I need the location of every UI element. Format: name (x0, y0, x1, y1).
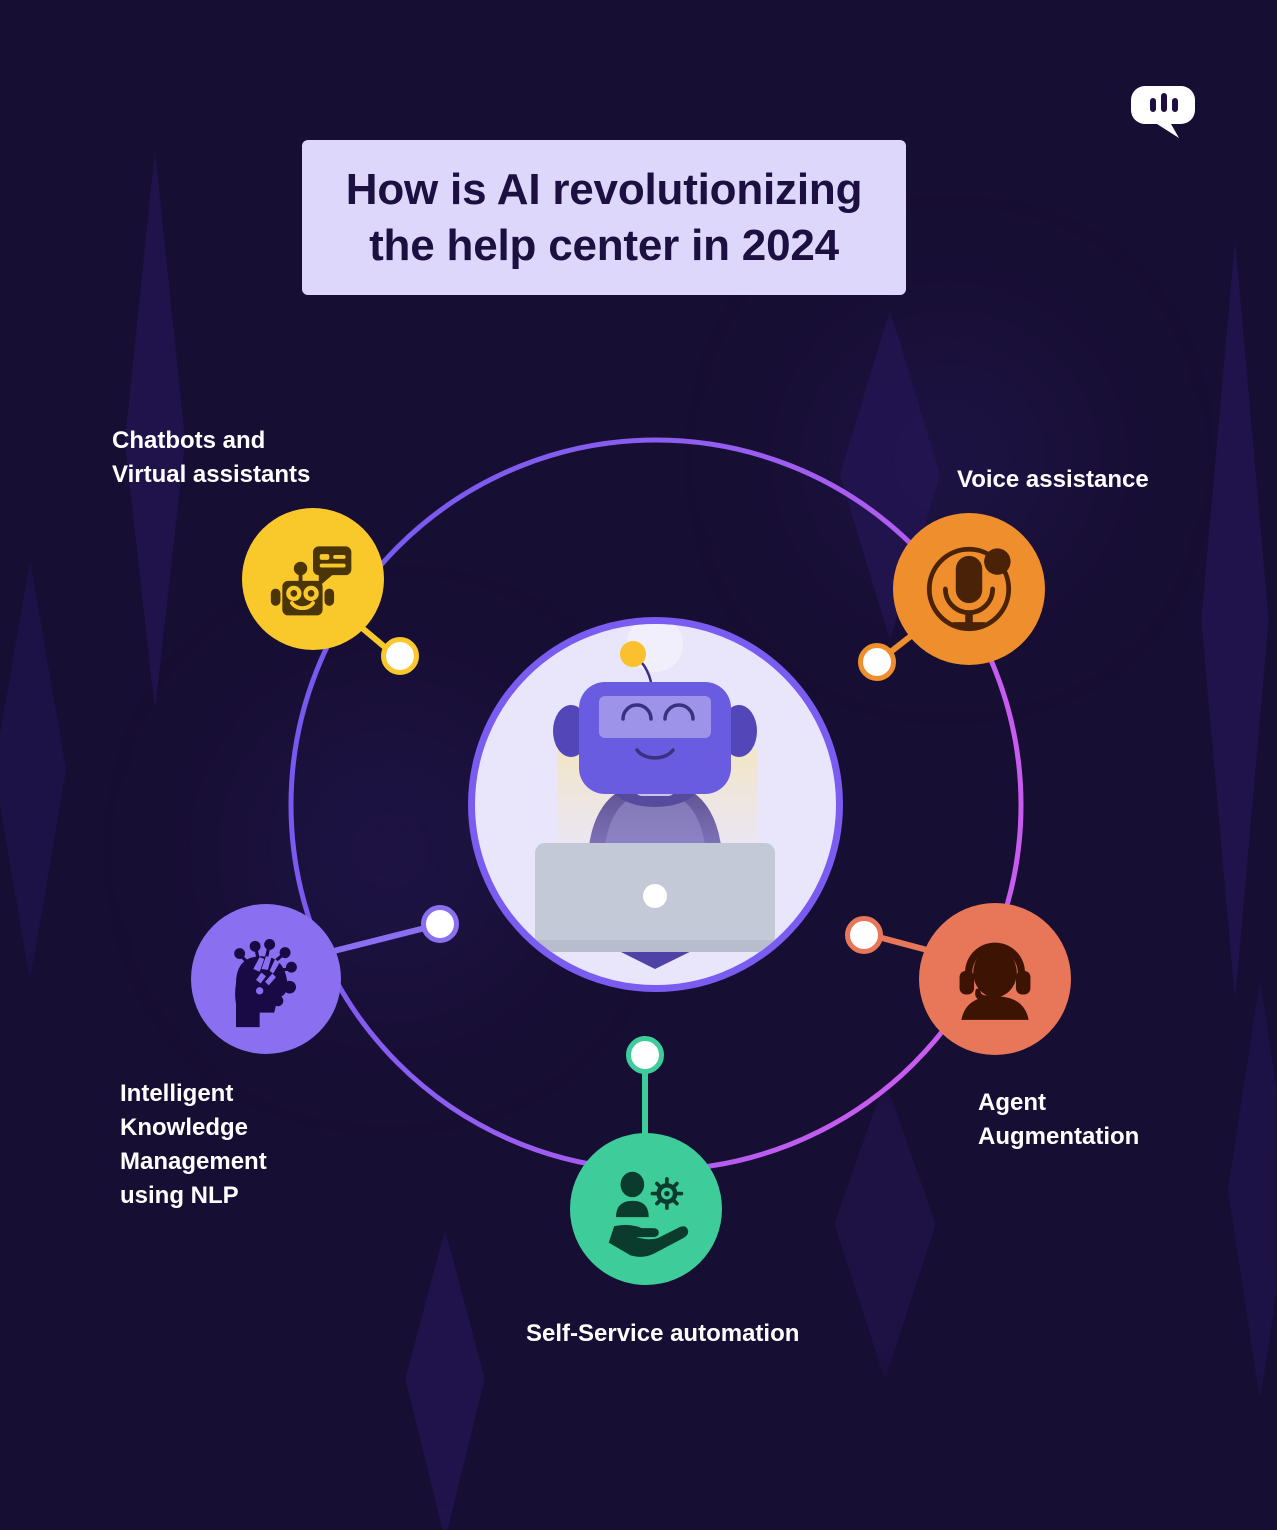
connector-dot-selfservice (626, 1036, 664, 1074)
brain-network-head-icon (216, 929, 316, 1029)
center-robot-illustration (468, 617, 843, 992)
node-nlp[interactable] (191, 904, 341, 1054)
node-voice[interactable] (893, 513, 1045, 665)
connector-dot-nlp (421, 905, 459, 943)
connector-dot-agent (845, 916, 883, 954)
label-nlp: Intelligent Knowledge Management using N… (120, 1080, 267, 1210)
page-title: How is AI revolutionizing the help cente… (345, 164, 863, 270)
node-selfservice[interactable] (570, 1133, 722, 1285)
label-voice: Voice assistance (957, 466, 1149, 493)
page-title-box: How is AI revolutionizing the help cente… (302, 140, 906, 295)
connector-dot-chatbots (381, 637, 419, 675)
hand-person-gear-icon (596, 1159, 696, 1259)
label-chatbots: Chatbots and Virtual assistants (112, 427, 311, 489)
label-agent: Agent Augmentation (978, 1089, 1140, 1151)
microphone-icon (917, 537, 1021, 641)
headset-agent-icon (945, 929, 1045, 1029)
label-selfservice: Self-Service automation (526, 1320, 800, 1347)
chat-bubble-logo-icon (1128, 78, 1198, 148)
node-agent[interactable] (919, 903, 1071, 1055)
node-chatbots[interactable] (242, 508, 384, 650)
connector-line-nlp (317, 922, 438, 958)
connector-dot-voice (858, 643, 896, 681)
robot-chat-icon (267, 533, 359, 625)
